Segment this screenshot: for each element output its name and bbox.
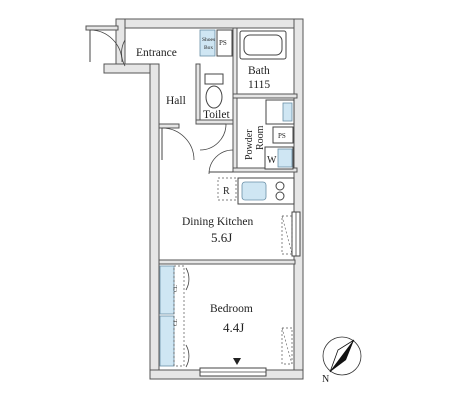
refrigerator <box>217 177 237 201</box>
refrigerator-label: R <box>223 186 230 197</box>
ps-top-label: PS <box>219 39 227 47</box>
fixtures <box>159 29 295 367</box>
compass-north-label: N <box>322 374 329 385</box>
washer-label: W <box>267 155 277 166</box>
closet-lower <box>159 315 175 367</box>
entrance-label: Entrance <box>136 47 177 59</box>
closet-mark-1: CL <box>173 284 179 292</box>
kitchen-sink <box>241 181 267 201</box>
compass-ring <box>322 336 362 376</box>
shoes-box-label-1: Shoes <box>202 37 215 43</box>
interior-walls <box>158 27 298 265</box>
bedroom-label: Bedroom <box>210 303 253 315</box>
powder-room-label-2: Room <box>255 125 266 150</box>
dining-kitchen-size: 5.6J <box>211 230 232 245</box>
bedroom-size: 4.4J <box>223 320 244 335</box>
toilet-label: Toilet <box>203 109 230 121</box>
powder-room-label-1: Powder <box>244 129 255 160</box>
closet-mark-2: CL <box>173 318 179 326</box>
shoes-box <box>199 29 216 57</box>
closet-upper <box>159 265 175 315</box>
toilet-bowl <box>205 85 223 109</box>
hall-label: Hall <box>166 95 186 107</box>
shoes-box-label-2: Box <box>204 45 213 51</box>
bath-size-label: 1115 <box>248 79 270 91</box>
doors <box>89 29 234 368</box>
room-labels: Entrance Shoes Box PS Bath 1115 Hall Toi… <box>136 37 286 335</box>
ps-mid-label: PS <box>278 132 286 140</box>
north-compass: N <box>322 336 362 385</box>
dining-kitchen-label: Dining Kitchen <box>182 216 253 228</box>
bath-label: Bath <box>248 65 270 77</box>
